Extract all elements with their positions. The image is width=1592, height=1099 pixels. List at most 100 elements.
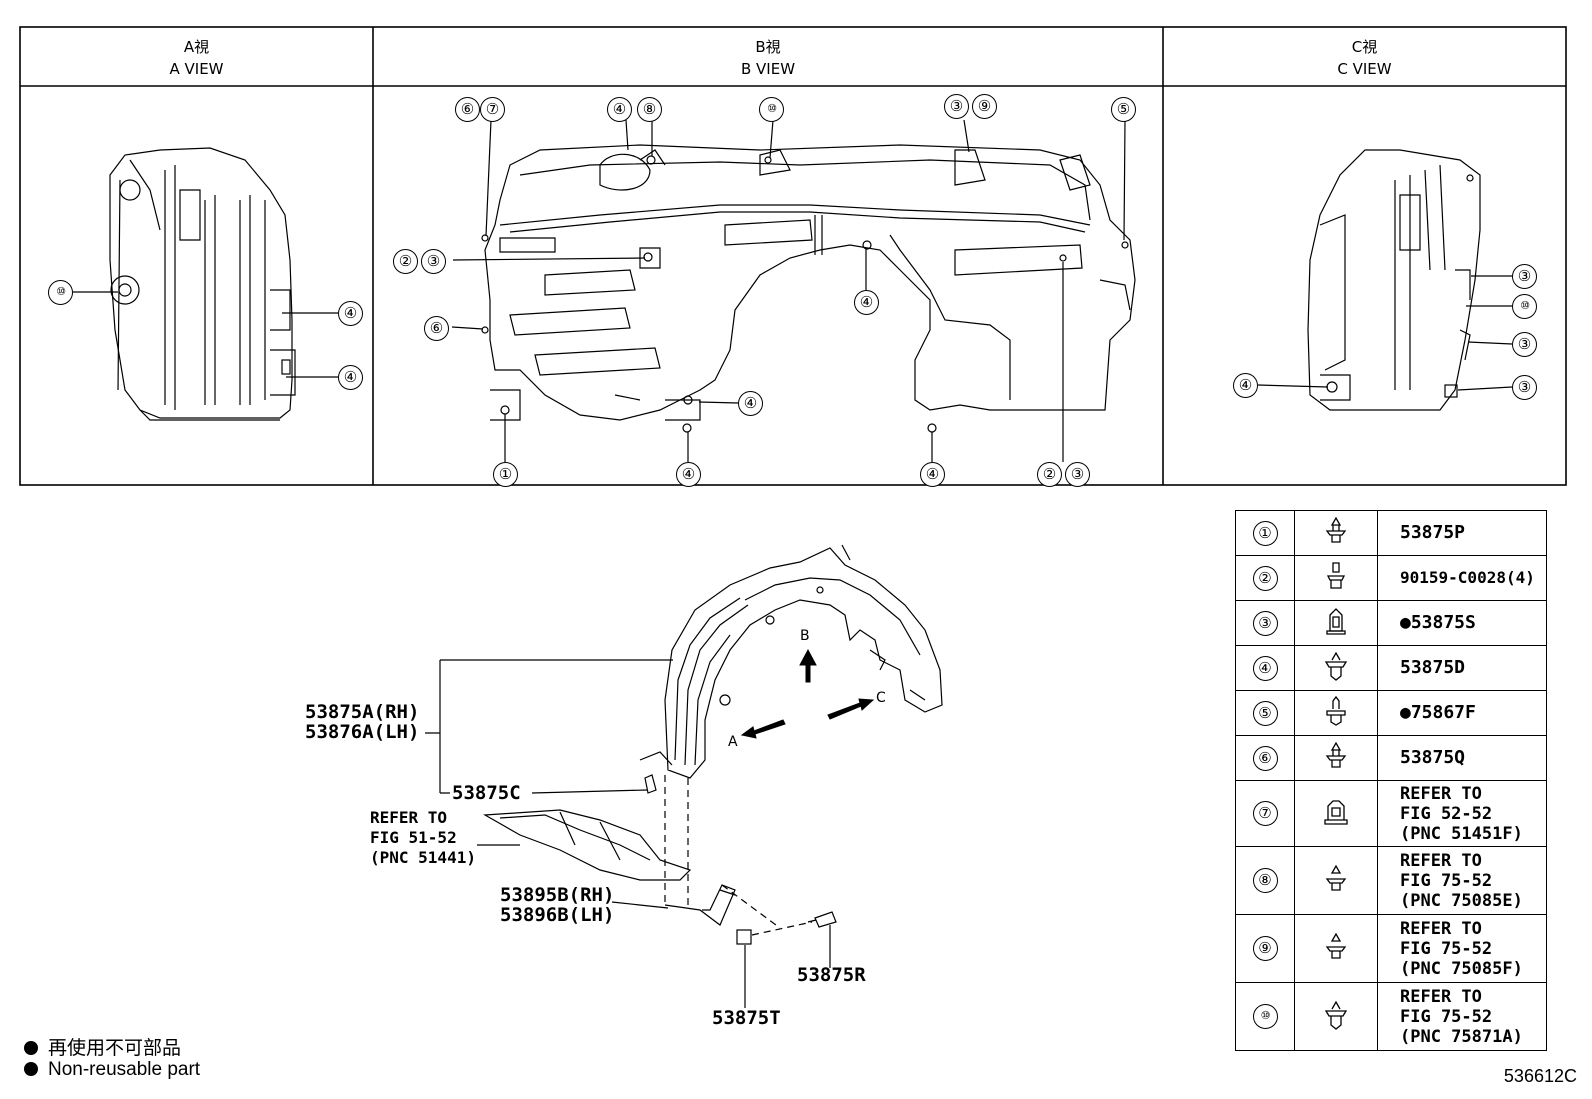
label-fender-liner: 53875A(RH) 53876A(LH) xyxy=(305,701,420,743)
legend-number: ④ xyxy=(1252,655,1278,681)
legend-part: 90159-C0028(4) xyxy=(1377,555,1547,601)
legend-part: 53875D xyxy=(1377,645,1547,691)
leader-lines xyxy=(73,119,1513,462)
screw-icon xyxy=(1325,516,1347,543)
label-nut-53875t: 53875T xyxy=(712,1007,781,1029)
exploded-fender-liner xyxy=(482,544,943,945)
legend-number: ③ xyxy=(1252,610,1278,636)
callout-a-4-top: ④ xyxy=(338,301,363,326)
callout-b-3-top: ③ xyxy=(944,94,969,119)
view-frame xyxy=(19,26,1567,486)
b-view-jp-title: B視 xyxy=(755,38,781,56)
label-bracket: 53895B(RH) 53896B(LH) xyxy=(500,884,615,926)
legend-row: ④ 53875D xyxy=(1235,645,1547,691)
callout-a-4-bottom: ④ xyxy=(338,365,363,390)
legend-part: ●75867F xyxy=(1377,690,1547,736)
callout-c-3-c: ③ xyxy=(1512,375,1537,400)
callout-b-2-bottom: ② xyxy=(1037,462,1062,487)
clip-icon xyxy=(1324,1000,1348,1030)
legend-part: REFER TO FIG 75-52 (PNC 75085E) xyxy=(1377,846,1547,915)
callout-b-5: ⑤ xyxy=(1111,97,1136,122)
bullet-dot-icon xyxy=(24,1041,38,1055)
callout-b-1: ① xyxy=(493,462,518,487)
legend-part: REFER TO FIG 75-52 (PNC 75085F) xyxy=(1377,914,1547,983)
screw-icon xyxy=(1325,741,1347,768)
legend-part: REFER TO FIG 52-52 (PNC 51451F) xyxy=(1377,780,1547,847)
arrow-c-label: C xyxy=(876,690,886,706)
legend-row: ⑥ 53875Q xyxy=(1235,735,1547,781)
callout-b-4-top: ④ xyxy=(607,97,632,122)
bolt-icon xyxy=(1326,562,1346,589)
callout-c-10: ⑩ xyxy=(1512,294,1537,319)
legend-part: REFER TO FIG 75-52 (PNC 75871A) xyxy=(1377,982,1547,1051)
note-jp: 再使用不可部品 xyxy=(24,1033,181,1060)
callout-b-4-low: ④ xyxy=(738,391,763,416)
callout-b-4-bottom: ④ xyxy=(676,462,701,487)
figure-number: 536612C xyxy=(1503,1066,1577,1086)
legend-row: ① 53875P xyxy=(1235,510,1547,556)
b-view-title: B VIEW xyxy=(740,60,796,78)
callout-b-6-lower: ⑥ xyxy=(424,316,449,341)
callout-b-3-bottom: ③ xyxy=(1065,462,1090,487)
a-view-drawing xyxy=(109,147,296,421)
callout-b-3: ③ xyxy=(421,249,446,274)
callout-b-8: ⑧ xyxy=(637,97,662,122)
note-en-text: Non-reusable part xyxy=(48,1059,201,1080)
exploded-leaders xyxy=(425,659,831,1008)
c-view-header: C視 C VIEW xyxy=(1163,36,1566,80)
legend-number: ⑥ xyxy=(1252,745,1278,771)
push-nut-icon xyxy=(1326,608,1346,635)
callout-a-10: ⑩ xyxy=(48,280,73,305)
callout-b-2: ② xyxy=(393,249,418,274)
legend-part: 53875Q xyxy=(1377,735,1547,781)
screw-icon xyxy=(1325,864,1347,891)
legend-part: 53875P xyxy=(1377,510,1547,556)
arrow-a xyxy=(740,719,786,739)
callout-b-7: ⑦ xyxy=(480,97,505,122)
legend-part: ●53875S xyxy=(1377,600,1547,646)
c-view-title: C VIEW xyxy=(1337,60,1392,78)
retainer-icon xyxy=(1324,799,1348,825)
view-arrows xyxy=(740,648,875,739)
legend-number: ⑨ xyxy=(1252,936,1278,961)
fastener-legend-table: ① 53875P ② 90159-C0028(4) ③ ●53875S ④ 53… xyxy=(1235,510,1547,1051)
callout-b-4-mid: ④ xyxy=(854,290,879,315)
a-view-header: A視 A VIEW xyxy=(20,36,373,80)
legend-number: ⑧ xyxy=(1252,868,1278,893)
arrow-c xyxy=(827,698,875,720)
screw-icon xyxy=(1325,932,1347,959)
note-en: Non-reusable part xyxy=(24,1059,200,1081)
callout-b-10: ⑩ xyxy=(759,97,784,122)
callout-c-3-a: ③ xyxy=(1512,264,1537,289)
legend-number: ② xyxy=(1252,565,1278,591)
callout-c-4: ④ xyxy=(1233,373,1258,398)
b-view-drawing xyxy=(481,144,1136,433)
label-clip-53875c: 53875C xyxy=(452,782,521,804)
legend-number: ⑩ xyxy=(1252,1004,1278,1029)
label-bolt-53875r: 53875R xyxy=(797,964,866,986)
note-jp-text: 再使用不可部品 xyxy=(48,1038,182,1059)
legend-row: ⑧ REFER TO FIG 75-52 (PNC 75085E) xyxy=(1235,846,1547,915)
callout-b-9: ⑨ xyxy=(972,94,997,119)
legend-number: ① xyxy=(1252,520,1278,546)
legend-row: ② 90159-C0028(4) xyxy=(1235,555,1547,601)
bullet-dot-icon xyxy=(24,1062,38,1076)
legend-row: ③ ●53875S xyxy=(1235,600,1547,646)
legend-row: ⑤ ●75867F xyxy=(1235,690,1547,736)
arrow-b-label: B xyxy=(800,628,810,644)
c-view-jp-title: C視 xyxy=(1351,38,1378,56)
c-view-drawing xyxy=(1307,149,1481,411)
callout-c-3-b: ③ xyxy=(1512,332,1537,357)
exploded-dashed-lines xyxy=(664,775,813,936)
grommet-clip-icon xyxy=(1326,695,1346,726)
arrow-b xyxy=(799,648,817,683)
legend-row: ⑦ REFER TO FIG 52-52 (PNC 51451F) xyxy=(1235,780,1547,847)
legend-number: ⑤ xyxy=(1252,700,1278,726)
a-view-title: A VIEW xyxy=(169,60,224,78)
b-view-header: B視 B VIEW xyxy=(373,36,1163,80)
label-refer-fig-51: REFER TO FIG 51-52 (PNC 51441) xyxy=(370,808,476,867)
arrow-a-label: A xyxy=(728,734,738,750)
legend-row: ⑩ REFER TO FIG 75-52 (PNC 75871A) xyxy=(1235,982,1547,1051)
